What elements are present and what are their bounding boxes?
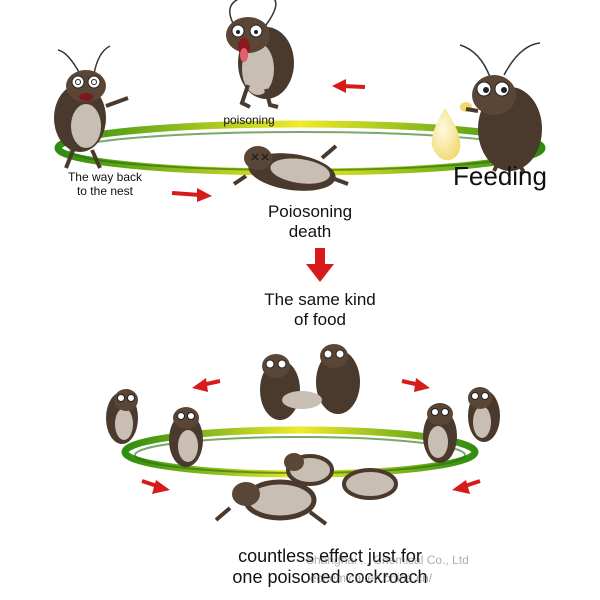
label-poisoning: poisoning	[223, 113, 275, 127]
label-same-kind-of-food: The same kind of food	[264, 290, 376, 329]
bait-drop-icon	[431, 108, 461, 161]
bottom-arrow-lower-right	[452, 479, 481, 494]
top-cycle-arrow-upper	[332, 79, 366, 93]
bottom-arrow-lower-left	[141, 479, 170, 494]
bottom-arrow-upper-right	[401, 378, 430, 392]
returning-cockroach-icon	[54, 45, 129, 169]
dead-cockroach-icon	[232, 144, 349, 191]
cockroach-left-inner-icon	[169, 407, 203, 467]
watermark-line1: Shanghai ... Chemical Co., Ltd	[306, 553, 469, 567]
label-way-back: The way back to the nest	[67, 170, 143, 198]
cockroach-right-outer-icon	[468, 387, 500, 442]
top-cycle-arrow-lower	[171, 188, 212, 202]
label-poisoning-death: Poiosoning death	[267, 202, 353, 241]
cockroach-left-outer-icon	[106, 389, 138, 444]
bottom-arrow-upper-left	[192, 378, 221, 392]
cockroach-group-top-icon	[260, 344, 360, 420]
poisoned-cockroach-icon	[226, 0, 294, 109]
watermark-line2: ...echemical.en.china.cn/	[300, 571, 433, 585]
label-feeding: Feeding	[453, 161, 547, 191]
feeding-cockroach-icon	[459, 42, 542, 174]
caption-countless-effect: countless effect just for one poisoned c…	[232, 546, 428, 587]
down-arrow-icon	[306, 248, 334, 282]
cockroach-right-inner-icon	[423, 403, 457, 463]
dead-cockroach-pile-icon	[214, 453, 398, 526]
